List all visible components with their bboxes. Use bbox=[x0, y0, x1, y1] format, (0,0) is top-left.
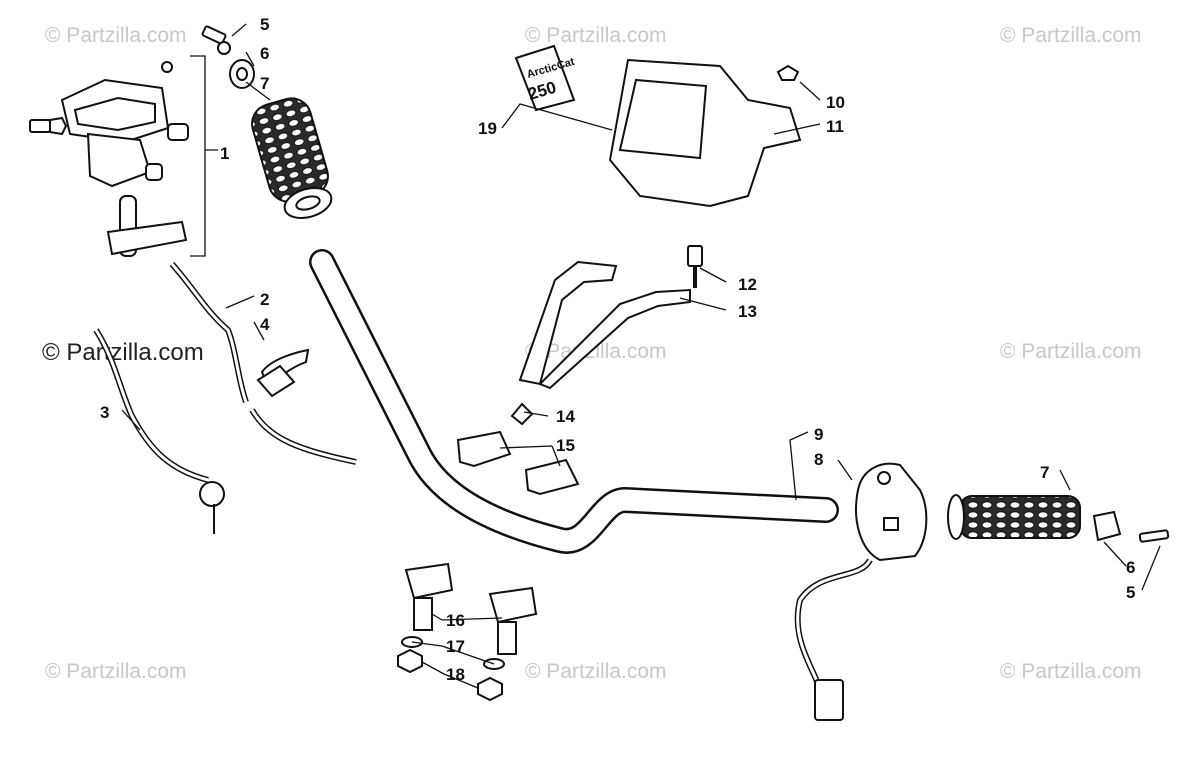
callout-8: 8 bbox=[814, 450, 823, 469]
callout-15: 15 bbox=[556, 436, 575, 455]
watermark: © Partzilla.com bbox=[1000, 24, 1142, 47]
push-clip bbox=[510, 402, 534, 426]
callout-12: 12 bbox=[738, 275, 757, 294]
callout-16: 16 bbox=[446, 611, 465, 630]
callout-6: 6 bbox=[1126, 558, 1135, 577]
cable-retainer-strap bbox=[256, 348, 310, 398]
watermark: © Partzilla.com bbox=[1000, 340, 1142, 363]
handlebar-grip-right bbox=[947, 494, 1081, 540]
switch-housing bbox=[794, 462, 928, 721]
callout-7: 7 bbox=[260, 74, 269, 93]
watermark: © Partzilla.com bbox=[45, 24, 187, 47]
watermark: © Partzilla.com bbox=[525, 24, 667, 47]
handlebar bbox=[309, 249, 839, 554]
callout-5: 5 bbox=[1126, 583, 1135, 602]
bracket-screw bbox=[687, 245, 703, 288]
model-decal: ArcticCat 250 bbox=[514, 44, 576, 112]
handlebar-riser bbox=[404, 562, 538, 655]
throttle-control-assembly bbox=[29, 55, 218, 257]
handlebar-pad-bracket bbox=[518, 260, 691, 390]
callout-1: 1 bbox=[220, 144, 229, 163]
callout-7: 7 bbox=[1040, 463, 1049, 482]
callout-11: 11 bbox=[826, 117, 844, 136]
callout-6: 6 bbox=[260, 44, 269, 63]
watermark: © Partzilla.com bbox=[525, 340, 667, 363]
watermark: © Partzilla.com bbox=[45, 660, 187, 683]
bar-end-cap bbox=[1092, 510, 1122, 542]
callout-13: 13 bbox=[738, 302, 757, 321]
bar-end-cap bbox=[229, 59, 255, 89]
throttle-cable bbox=[169, 262, 357, 465]
bar-end-screw bbox=[1138, 529, 1170, 543]
callout-5: 5 bbox=[260, 15, 269, 34]
watermark: © Partzilla.com bbox=[42, 339, 204, 366]
callout-labels: 1 2 3 4 5 6 7 19 10 11 12 13 14 15 9 8 7… bbox=[100, 15, 1135, 684]
bar-end-screw bbox=[201, 25, 231, 55]
leader-lines bbox=[121, 23, 1161, 689]
callout-3: 3 bbox=[100, 403, 109, 422]
callout-19: 19 bbox=[478, 119, 497, 138]
watermark: © Partzilla.com bbox=[1000, 660, 1142, 683]
callout-17: 17 bbox=[446, 637, 465, 656]
callout-4: 4 bbox=[260, 315, 270, 334]
handlebar-grip-left bbox=[251, 97, 333, 219]
watermark: © Partzilla.com bbox=[525, 660, 667, 683]
callout-2: 2 bbox=[260, 290, 269, 309]
callout-9: 9 bbox=[814, 425, 823, 444]
callout-10: 10 bbox=[826, 93, 845, 112]
handlebar-pod-cover bbox=[608, 58, 802, 208]
pod-screw bbox=[776, 64, 800, 81]
callout-14: 14 bbox=[556, 407, 575, 426]
upper-clamp bbox=[456, 430, 580, 496]
brake-cable bbox=[93, 328, 225, 534]
callout-18: 18 bbox=[446, 665, 465, 684]
riser-nut bbox=[397, 648, 503, 702]
